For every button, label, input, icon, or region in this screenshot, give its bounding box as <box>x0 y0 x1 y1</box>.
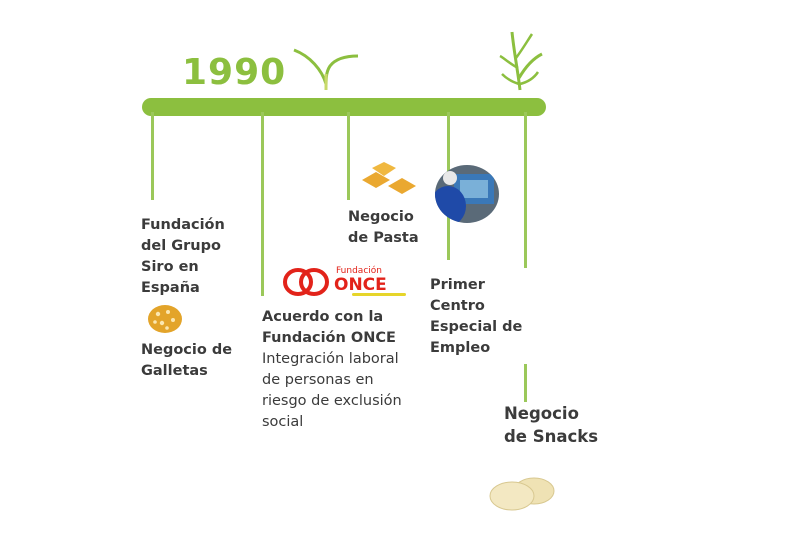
milestone-text: de Snacks <box>504 427 599 446</box>
cookie-icon <box>148 305 182 333</box>
milestone-text: Siro en <box>141 259 199 275</box>
milestone-text: Negocio de <box>141 342 233 358</box>
pasta-icon <box>362 162 416 194</box>
once-logo-bottom-text: ONCE <box>334 275 387 295</box>
employee-photo <box>435 165 499 223</box>
timeline-connector <box>261 112 264 296</box>
once-logo-top-text: Fundación <box>336 266 382 276</box>
milestone-text: Fundación <box>141 217 225 233</box>
milestone-text: Especial de <box>430 319 523 335</box>
milestone-text: de Pasta <box>348 230 419 246</box>
rice-cakes-icon <box>489 477 555 511</box>
milestone-text: Empleo <box>430 340 491 356</box>
milestone-text: Centro <box>430 298 485 314</box>
milestone-description: social <box>262 414 304 430</box>
milestone-text: del Grupo <box>141 238 221 254</box>
timeline-connector <box>524 364 527 402</box>
milestone-text: Primer <box>430 277 485 293</box>
fundacion-once-logo: Fundación ONCE <box>282 266 408 300</box>
milestone-description: riesgo de exclusión <box>262 393 402 409</box>
once-swoosh <box>352 293 406 296</box>
wheat-plant-icon <box>499 31 543 91</box>
milestone-pasta: Negocio de Pasta <box>348 207 419 249</box>
milestone-text: España <box>141 280 200 296</box>
timeline-connector <box>347 112 350 200</box>
sprout-icon <box>293 48 359 91</box>
milestone-description: de personas en <box>262 372 374 388</box>
year-label: 1990 <box>182 52 287 93</box>
milestone-centro-especial-empleo: Primer Centro Especial de Empleo <box>430 275 522 359</box>
milestone-text: Fundación ONCE <box>262 330 396 346</box>
milestone-once: Acuerdo con la Fundación ONCE Integració… <box>262 307 402 433</box>
timeline-bar <box>142 98 546 116</box>
milestone-text: Acuerdo con la <box>262 309 384 325</box>
milestone-snacks: Negocio de Snacks <box>504 402 598 448</box>
milestone-text: Negocio <box>348 209 414 225</box>
milestone-grupo-siro: Fundación del Grupo Siro en España <box>141 215 225 299</box>
milestone-description: Integración laboral <box>262 351 399 367</box>
timeline-connector <box>151 112 154 200</box>
milestone-text: Galletas <box>141 363 208 379</box>
milestone-text: Negocio <box>504 404 579 423</box>
once-rings-icon <box>283 268 329 296</box>
milestone-galletas: Negocio de Galletas <box>141 340 232 382</box>
timeline-connector <box>524 112 527 268</box>
